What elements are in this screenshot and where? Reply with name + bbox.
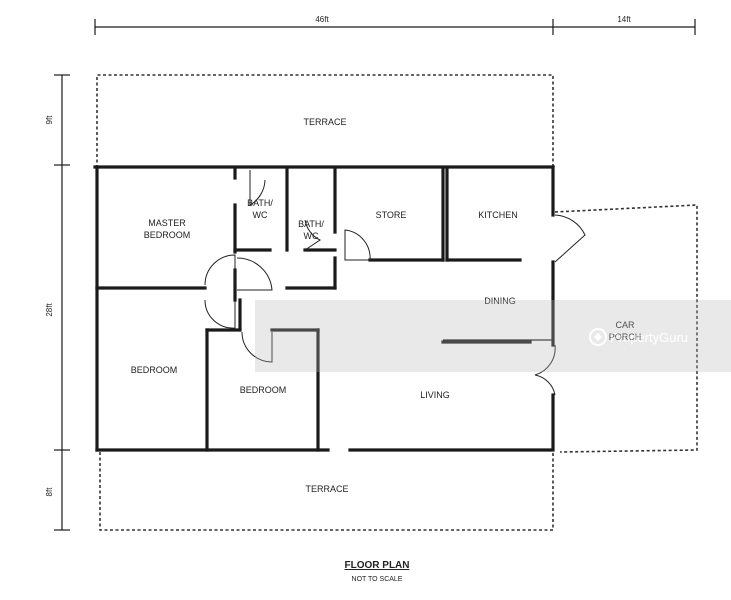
dim-left-top: 9ft bbox=[45, 115, 54, 125]
label-car-porch-2: PORCH bbox=[609, 332, 642, 342]
walls bbox=[93, 165, 555, 452]
dimension-lines bbox=[54, 19, 696, 531]
label-bedroom-mid: BEDROOM bbox=[240, 385, 287, 395]
terrace-top-outline bbox=[96, 74, 554, 168]
label-car-porch-1: CAR bbox=[615, 320, 635, 330]
car-porch-outline bbox=[554, 204, 698, 453]
caption-subtitle: NOT TO SCALE bbox=[352, 576, 403, 583]
label-living: LIVING bbox=[420, 390, 450, 400]
label-bath2-1: BATH/ bbox=[298, 219, 324, 229]
label-bath2-2: WC bbox=[304, 231, 319, 241]
dim-top-left: 46ft bbox=[315, 15, 329, 24]
doors bbox=[204, 170, 586, 396]
label-terrace-top: TERRACE bbox=[303, 117, 346, 127]
label-bedroom-left: BEDROOM bbox=[131, 365, 178, 375]
dim-top-right: 14ft bbox=[617, 15, 631, 24]
label-master-bedroom-1: MASTER bbox=[148, 218, 186, 228]
label-bath1-1: BATH/ bbox=[247, 198, 273, 208]
terrace-bottom-outline bbox=[99, 452, 554, 531]
dim-left-mid: 28ft bbox=[45, 303, 54, 317]
propertyguru-logo-icon bbox=[589, 328, 607, 346]
label-bath1-2: WC bbox=[253, 210, 268, 220]
label-dining: DINING bbox=[484, 296, 516, 306]
label-kitchen: KITCHEN bbox=[478, 210, 518, 220]
dim-left-bottom: 8ft bbox=[45, 487, 54, 497]
watermark: PropertyGuru bbox=[255, 300, 731, 372]
watermark-text: PropertyGuru bbox=[610, 330, 688, 345]
label-terrace-bottom: TERRACE bbox=[305, 484, 348, 494]
label-store: STORE bbox=[376, 210, 407, 220]
caption-title: FLOOR PLAN bbox=[345, 560, 410, 571]
label-master-bedroom-2: BEDROOM bbox=[144, 230, 191, 240]
